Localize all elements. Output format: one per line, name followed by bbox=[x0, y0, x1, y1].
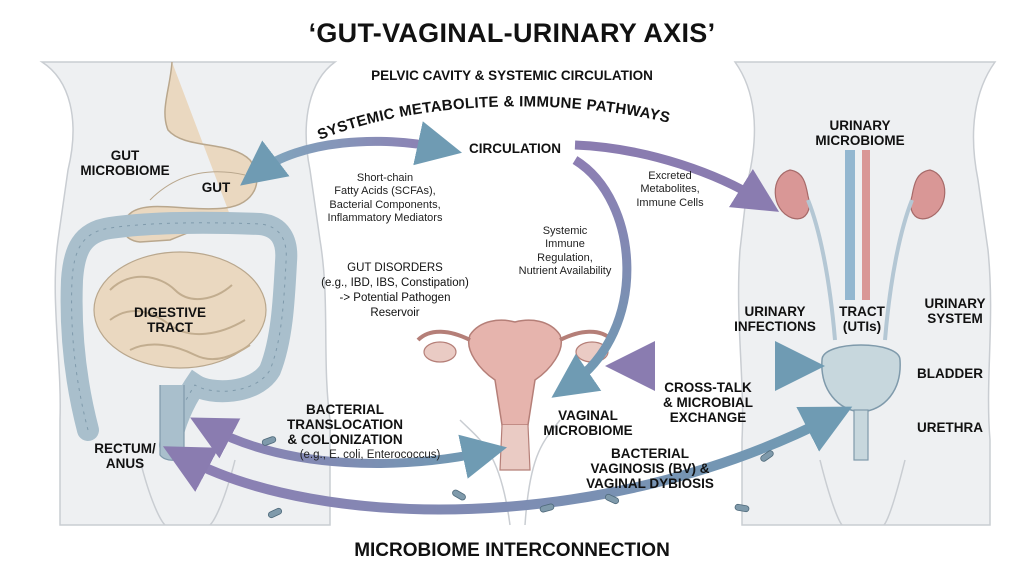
stomach-shape bbox=[122, 61, 258, 243]
arc-label-text: SYSTEMIC METABOLITE & IMMUNE PATHWAYS bbox=[315, 93, 671, 143]
footer-label: MICROBIOME INTERCONNECTION bbox=[354, 540, 670, 561]
translocation-examples: (e.g., E. coli, Enterococcus) bbox=[299, 449, 441, 461]
circulation-label: CIRCULATION bbox=[469, 141, 561, 156]
digestive-tract-label: DIGESTIVE TRACT bbox=[133, 305, 206, 336]
bacterial-translocation-label: BACTERIAL TRANSLOCATION & COLONIZATION bbox=[287, 402, 403, 448]
arrow-circulation-to-urinary bbox=[574, 140, 780, 212]
urinary-infections-label: URINARY INFECTIONS bbox=[734, 304, 816, 335]
arrow-gut-to-circulation bbox=[240, 121, 462, 186]
urinary-system-label: URINARY SYSTEM bbox=[924, 296, 986, 327]
cross-talk-label: CROSS-TALK & MICROBIAL EXCHANGE bbox=[663, 380, 753, 426]
gut-disorders-heading: GUT DISORDERS (e.g., IBD, IBS, Constipat… bbox=[300, 260, 490, 320]
gut-label: GUT bbox=[201, 180, 231, 195]
tract-utis-label: TRACT (UTIs) bbox=[839, 304, 885, 335]
bladder-label: BLADDER bbox=[917, 366, 983, 381]
subtitle: PELVIC CAVITY & SYSTEMIC CIRCULATION bbox=[371, 68, 653, 83]
bladder-shape bbox=[821, 344, 901, 461]
urinary-microbiome-label: URINARY MICROBIOME bbox=[815, 118, 905, 149]
gut-disorders-text: GUT DISORDERS (e.g., IBD, IBS, Constipat… bbox=[321, 262, 469, 319]
small-intestine-shape bbox=[93, 251, 267, 369]
arrow-gut-urethra-loop bbox=[162, 406, 853, 515]
page-title: ‘GUT-VAGINAL-URINARY AXIS’ bbox=[308, 18, 716, 48]
systemic-pathways-arc-label: SYSTEMIC METABOLITE & IMMUNE PATHWAYS bbox=[315, 93, 672, 143]
scfa-note: Short-chain Fatty Acids (SCFAs), Bacteri… bbox=[327, 172, 443, 225]
excreted-note: Excreted Metabolites, Immune Cells bbox=[636, 170, 704, 209]
arrow-circulation-to-vagina bbox=[551, 156, 632, 398]
vaginal-microbiome-label: VAGINAL MICROBIOME bbox=[543, 408, 633, 439]
kidneys-shape bbox=[774, 150, 946, 341]
bacterial-vaginosis-label: BACTERIAL VAGINOSIS (BV) & VAGINAL DYBIO… bbox=[586, 446, 714, 492]
gut-microbiome-label: GUT MICROBIOME bbox=[80, 148, 170, 179]
systemic-immune-note: Systemic Immune Regulation, Nutrient Ava… bbox=[518, 225, 612, 278]
urethra-label: URETHRA bbox=[917, 420, 983, 435]
bacteria-icons bbox=[261, 436, 774, 519]
rectum-anus-label: RECTUM/ ANUS bbox=[94, 441, 156, 472]
